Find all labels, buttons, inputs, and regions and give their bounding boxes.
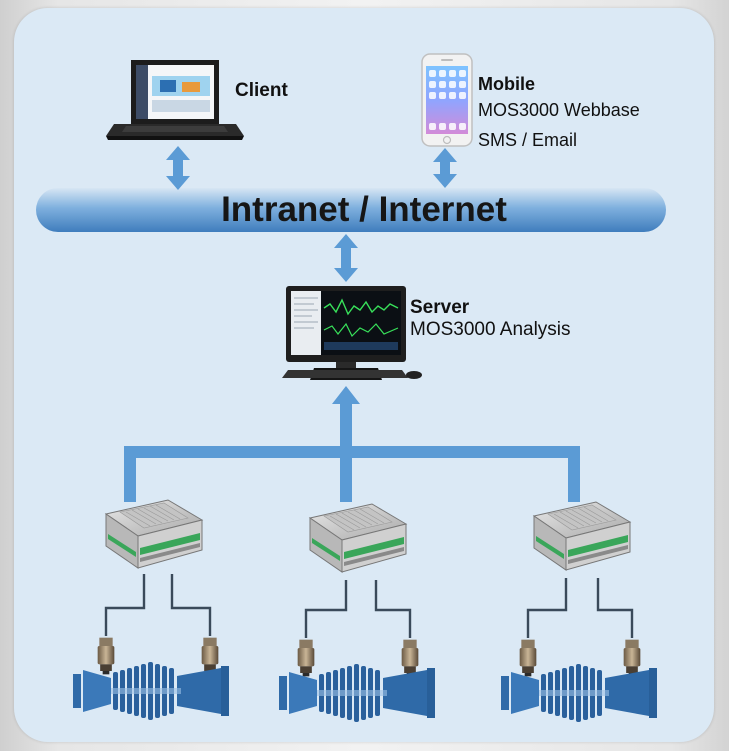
- server-link-arrow: [334, 234, 358, 282]
- mobile-webbase-label: MOS3000 Webbase: [478, 100, 640, 120]
- mobile-label: Mobile: [478, 74, 535, 94]
- network-label: Intranet / Internet: [221, 190, 507, 229]
- data-bus-connector: [124, 386, 580, 502]
- diagram-panel: Client Mobile MOS3000 Webbase SMS / Emai…: [14, 8, 714, 742]
- daq-unit-2: [309, 503, 407, 573]
- mobile-link-arrow: [433, 148, 457, 188]
- desktop-computer-icon: [282, 286, 422, 380]
- network-band: [36, 188, 666, 232]
- client-label: Client: [235, 80, 288, 101]
- client-link-arrow: [166, 146, 190, 190]
- smartphone-icon: [421, 53, 473, 147]
- mobile-sms-label: SMS / Email: [478, 130, 578, 150]
- network-diagram: [36, 53, 666, 722]
- laptop-icon: [106, 60, 244, 140]
- turbine-icon: [73, 662, 657, 722]
- daq-unit-1: [105, 499, 203, 569]
- server-analysis-label: MOS3000 Analysis: [410, 319, 571, 340]
- sensor-wires: [104, 574, 634, 638]
- server-label: Server: [410, 297, 470, 318]
- daq-unit-3: [533, 501, 631, 571]
